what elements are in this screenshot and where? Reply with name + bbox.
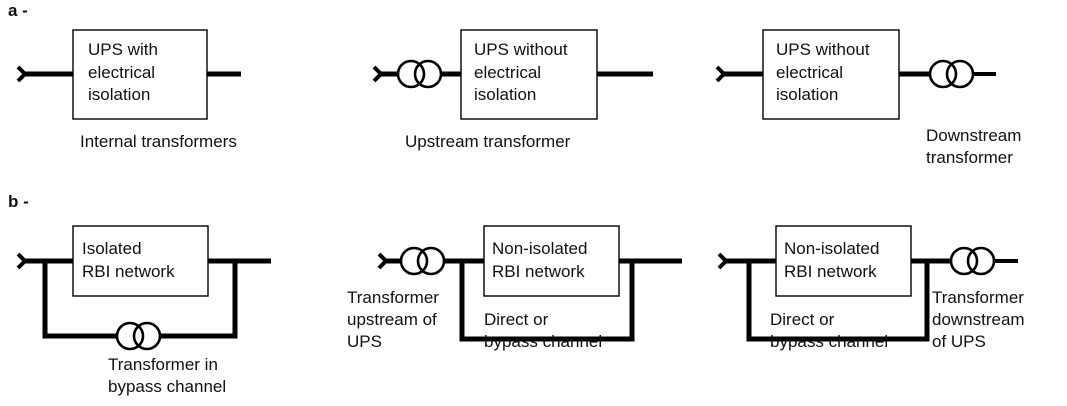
- b3-transformer-coil-2: [966, 246, 996, 276]
- b1-transformer-coil-1: [115, 321, 145, 351]
- b2-transformer-coil-1: [399, 246, 429, 276]
- a2-box-text: UPS without electrical isolation: [474, 40, 568, 104]
- b2-box-text: Non-isolated RBI network: [492, 239, 588, 281]
- a1-circuit: [16, 29, 241, 120]
- a3-box-text: UPS without electrical isolation: [776, 40, 870, 104]
- a3-caption: Downstream transformer: [926, 126, 1022, 167]
- a2-transformer-coil-2: [413, 59, 443, 89]
- section-b-label: b -: [8, 192, 29, 211]
- a3-transformer-coil-1: [928, 59, 958, 89]
- b3-bypass: [746, 261, 930, 342]
- a1-caption: Internal transformers: [80, 132, 237, 151]
- b1-input-arrow: [16, 252, 28, 270]
- b1-bypass-left: [42, 261, 116, 339]
- b3-box-text: Non-isolated RBI network: [784, 239, 880, 281]
- b3-circuit: [717, 225, 1018, 342]
- b1-circuit: [16, 225, 271, 351]
- a3-transformer-coil-2: [945, 59, 975, 89]
- b1-transformer-coil-2: [132, 321, 162, 351]
- b3-input-arrow: [717, 252, 729, 270]
- b3-caption-bypass: Direct or bypass channel: [770, 310, 889, 351]
- b2-bypass: [459, 261, 635, 342]
- b2-transformer-coil-2: [416, 246, 446, 276]
- a1-box-text: UPS with electrical isolation: [88, 40, 158, 104]
- a2-circuit: [372, 29, 653, 120]
- a2-transformer-coil-1: [396, 59, 426, 89]
- a2-caption: Upstream transformer: [405, 132, 571, 151]
- b3-transformer-coil-1: [949, 246, 979, 276]
- a3-input-arrow: [715, 65, 727, 83]
- b2-caption-left: Transformer upstream of UPS: [347, 288, 439, 351]
- a3-circuit: [715, 29, 996, 120]
- a2-input-arrow: [372, 65, 384, 83]
- b1-bypass-right: [161, 261, 238, 339]
- b2-input-arrow: [377, 252, 389, 270]
- a1-input-arrow: [16, 65, 28, 83]
- b1-caption: Transformer in bypass channel: [108, 355, 227, 396]
- section-a-label: a -: [8, 1, 28, 20]
- b3-caption-right: Transformer downstream of UPS: [932, 288, 1025, 351]
- b2-caption-bypass: Direct or bypass channel: [484, 310, 603, 351]
- b1-box-text: Isolated RBI network: [82, 239, 175, 281]
- b2-circuit: [377, 225, 682, 342]
